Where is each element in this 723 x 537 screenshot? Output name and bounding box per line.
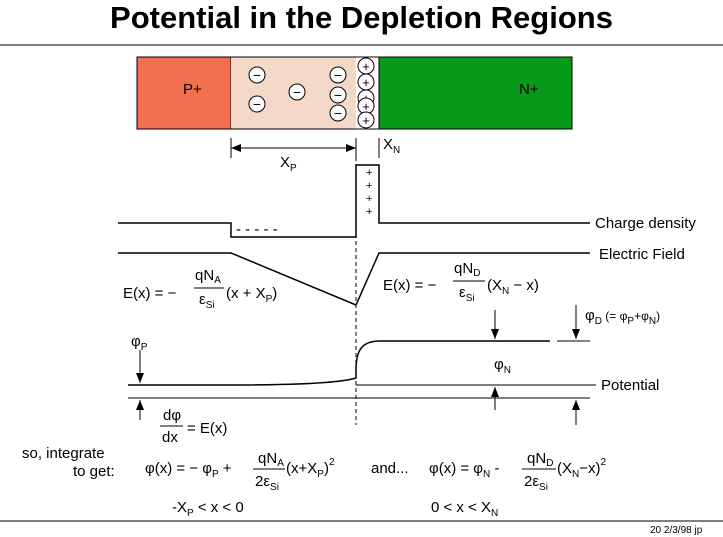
phi-d-arrow-head-top xyxy=(572,329,580,339)
potential-curve xyxy=(128,340,550,386)
neg-ion-sign: − xyxy=(334,105,342,121)
and-text: and... xyxy=(371,460,409,477)
negative-ions: − − − − − − xyxy=(248,66,347,122)
right-sol-lhs: φ(x) = φN - xyxy=(429,460,499,480)
integrate-text-1: so, integrate xyxy=(22,445,105,462)
right-sol-den: 2εSi xyxy=(524,473,548,493)
neg-ion xyxy=(248,95,266,113)
right-sol-rhs: (XN−x)2 xyxy=(557,457,607,480)
integrate-text-2: to get: xyxy=(73,463,115,480)
dphi-rhs: = E(x) xyxy=(187,420,227,437)
ep-rhs: (x + XP) xyxy=(226,285,277,305)
pos-charge-mark: + xyxy=(366,206,372,218)
potential-solution-n: φ(x) = φN - qND 2εSi (XN−x)2 xyxy=(429,450,607,493)
neg-charge-marks: - - - - - xyxy=(236,221,278,238)
left-range: -XP < x < 0 xyxy=(172,499,244,519)
pos-ion xyxy=(357,111,375,129)
pos-ion-sign: + xyxy=(362,99,370,114)
en-lhs: E(x) = − xyxy=(383,277,437,294)
pos-ion-sign: + xyxy=(362,113,370,128)
neg-ion xyxy=(329,86,347,104)
neg-ion xyxy=(248,66,266,84)
positive-ions: + + + + + xyxy=(357,57,375,129)
pos-ion-sign: + xyxy=(362,59,370,74)
neg-ion-sign: − xyxy=(253,96,261,112)
pos-charge-mark: + xyxy=(366,180,372,192)
left-sol-rhs: (x+XP)2 xyxy=(286,457,335,480)
device-outline xyxy=(136,56,573,130)
xn-label: XN xyxy=(383,136,400,156)
xp-label: XP xyxy=(280,154,297,174)
right-sol-num: qND xyxy=(527,450,553,469)
en-rhs: (XN − x) xyxy=(487,277,539,297)
phi-n-arrow-head-bottom xyxy=(491,387,499,397)
poisson-equation: dφ dx = E(x) xyxy=(160,407,227,446)
potential-solution-p: φ(x) = − φP + qNA 2εSi (x+XP)2 xyxy=(145,450,335,493)
ep-den: εSi xyxy=(199,291,215,311)
page-title: Potential in the Depletion Regions xyxy=(110,0,613,35)
pos-charge-mark: + xyxy=(366,167,372,179)
left-sol-lhs: φ(x) = − φP + xyxy=(145,460,232,480)
dphi-num: dφ xyxy=(163,407,181,424)
p-region xyxy=(136,56,232,130)
pos-charge-mark: + xyxy=(366,193,372,205)
xp-arrow-right xyxy=(346,144,356,152)
en-num: qND xyxy=(454,260,480,279)
ep-num: qNA xyxy=(195,267,221,286)
pos-ion-sign: + xyxy=(362,75,370,90)
n-region-label: N+ xyxy=(519,81,539,98)
neg-ion-sign: − xyxy=(253,67,261,83)
phi-n-label: φN xyxy=(494,356,511,376)
phi-d-arrow-head-bottom xyxy=(572,400,580,410)
phi-p-arrow-head-up xyxy=(136,400,144,410)
ep-lhs: E(x) = − xyxy=(123,285,177,302)
neg-ion-sign: − xyxy=(334,67,342,83)
electric-field-label: Electric Field xyxy=(599,246,685,263)
footer-text: 20 2/3/98 jp xyxy=(650,525,703,536)
potential-label: Potential xyxy=(601,377,659,394)
neg-ion-sign: − xyxy=(334,87,342,103)
neg-ion xyxy=(329,66,347,84)
pos-charge-marks: + + + + xyxy=(366,167,372,218)
phi-d-label: φD (= φP+φN) xyxy=(585,307,660,327)
left-sol-den: 2εSi xyxy=(255,473,279,493)
neg-ion xyxy=(288,83,306,101)
dphi-den: dx xyxy=(162,429,178,446)
phi-p-label: φP xyxy=(131,333,148,353)
charge-density-curve xyxy=(118,164,590,238)
field-equation-n: E(x) = − qND εSi (XN − x) xyxy=(383,260,539,304)
field-equation-p: E(x) = − qNA εSi (x + XP) xyxy=(123,267,277,311)
left-sol-num: qNA xyxy=(258,450,284,469)
neg-ion-sign: − xyxy=(293,84,301,100)
p-region-label: P+ xyxy=(183,81,202,98)
phi-p-arrow-head xyxy=(136,373,144,383)
phi-n-arrow-head-top xyxy=(491,329,499,339)
neg-ion xyxy=(329,104,347,122)
right-range: 0 < x < XN xyxy=(431,499,498,519)
xp-arrow-left xyxy=(231,144,241,152)
en-den: εSi xyxy=(459,284,475,304)
charge-density-label: Charge density xyxy=(595,215,696,232)
n-region xyxy=(378,56,573,130)
